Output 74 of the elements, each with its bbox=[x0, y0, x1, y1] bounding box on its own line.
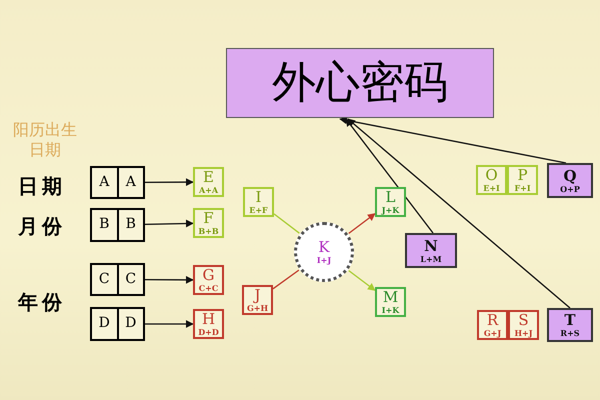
formula-text: H+J bbox=[514, 329, 533, 337]
formula-text: O+P bbox=[560, 184, 580, 192]
arrow bbox=[339, 116, 566, 164]
code-box bbox=[243, 187, 274, 217]
row-label: 日期 bbox=[18, 173, 67, 200]
code-box bbox=[193, 208, 224, 238]
code-box bbox=[507, 165, 538, 195]
code-letter: I bbox=[256, 190, 262, 205]
arrow bbox=[347, 118, 570, 308]
code-letter: M bbox=[382, 290, 398, 305]
formula-text: D+D bbox=[198, 328, 219, 336]
formula-text: L+M bbox=[420, 254, 442, 262]
code-box bbox=[193, 167, 224, 197]
formula-text: G+H bbox=[246, 304, 268, 312]
code-letter: T bbox=[564, 313, 576, 328]
digit-letter: B bbox=[116, 210, 143, 240]
title-banner bbox=[226, 48, 494, 118]
code-box bbox=[547, 308, 593, 342]
title-text: 外心密码 bbox=[272, 61, 448, 105]
code-box bbox=[375, 287, 406, 317]
arrow bbox=[144, 220, 194, 228]
arrow bbox=[145, 178, 194, 186]
formula-text: A+A bbox=[198, 186, 218, 194]
code-letter: F bbox=[203, 211, 214, 226]
formula-text: G+J bbox=[484, 329, 502, 337]
code-letter: S bbox=[518, 313, 529, 328]
formula-text: I+K bbox=[382, 306, 400, 314]
code-letter: P bbox=[517, 168, 528, 183]
code-letter: E bbox=[203, 170, 214, 185]
row-label: 年份 bbox=[18, 289, 67, 316]
formula-text: C+C bbox=[198, 284, 218, 292]
formula-text: B+B bbox=[198, 227, 219, 235]
code-letter: N bbox=[424, 238, 438, 254]
digit-letter: D bbox=[98, 314, 111, 333]
formula-text: E+I bbox=[483, 184, 500, 192]
code-box bbox=[476, 165, 507, 195]
code-letter: L bbox=[386, 190, 396, 205]
code-letter: H bbox=[202, 312, 216, 327]
code-box bbox=[547, 163, 593, 198]
formula-text: I+J bbox=[316, 256, 332, 264]
formula-text: F+I bbox=[514, 184, 531, 192]
arrow bbox=[345, 118, 434, 234]
digit-letter: D bbox=[116, 309, 143, 339]
digit-pair-box bbox=[90, 166, 145, 199]
code-box bbox=[242, 285, 273, 315]
code-letter: O bbox=[485, 168, 498, 183]
arrow bbox=[348, 270, 376, 291]
code-box bbox=[193, 265, 224, 295]
digit-letter: A bbox=[98, 173, 110, 192]
digit-pair-box bbox=[90, 263, 145, 296]
code-box bbox=[193, 309, 224, 339]
code-box bbox=[477, 310, 508, 340]
row-label: 月份 bbox=[18, 213, 67, 240]
arrow bbox=[348, 213, 376, 234]
side-note: 阳历出生日期 bbox=[12, 120, 78, 160]
digit-letter: A bbox=[116, 168, 143, 197]
digit-letter: C bbox=[116, 265, 143, 294]
code-box bbox=[405, 233, 457, 268]
arrow bbox=[145, 320, 194, 328]
code-letter: K bbox=[318, 240, 330, 255]
code-letter: Q bbox=[563, 168, 577, 184]
formula-text: R+S bbox=[560, 329, 580, 337]
formula-text: J+K bbox=[382, 206, 400, 214]
digit-pair-box bbox=[90, 307, 145, 341]
formula-text: E+F bbox=[249, 206, 268, 214]
code-box bbox=[375, 187, 406, 217]
digit-letter: C bbox=[98, 270, 111, 289]
code-letter: R bbox=[486, 313, 498, 328]
code-letter: J bbox=[254, 288, 260, 303]
arrow bbox=[145, 276, 194, 284]
code-box bbox=[508, 310, 539, 340]
digit-pair-box bbox=[90, 208, 145, 242]
code-letter: G bbox=[202, 268, 214, 283]
digit-letter: B bbox=[98, 215, 110, 234]
